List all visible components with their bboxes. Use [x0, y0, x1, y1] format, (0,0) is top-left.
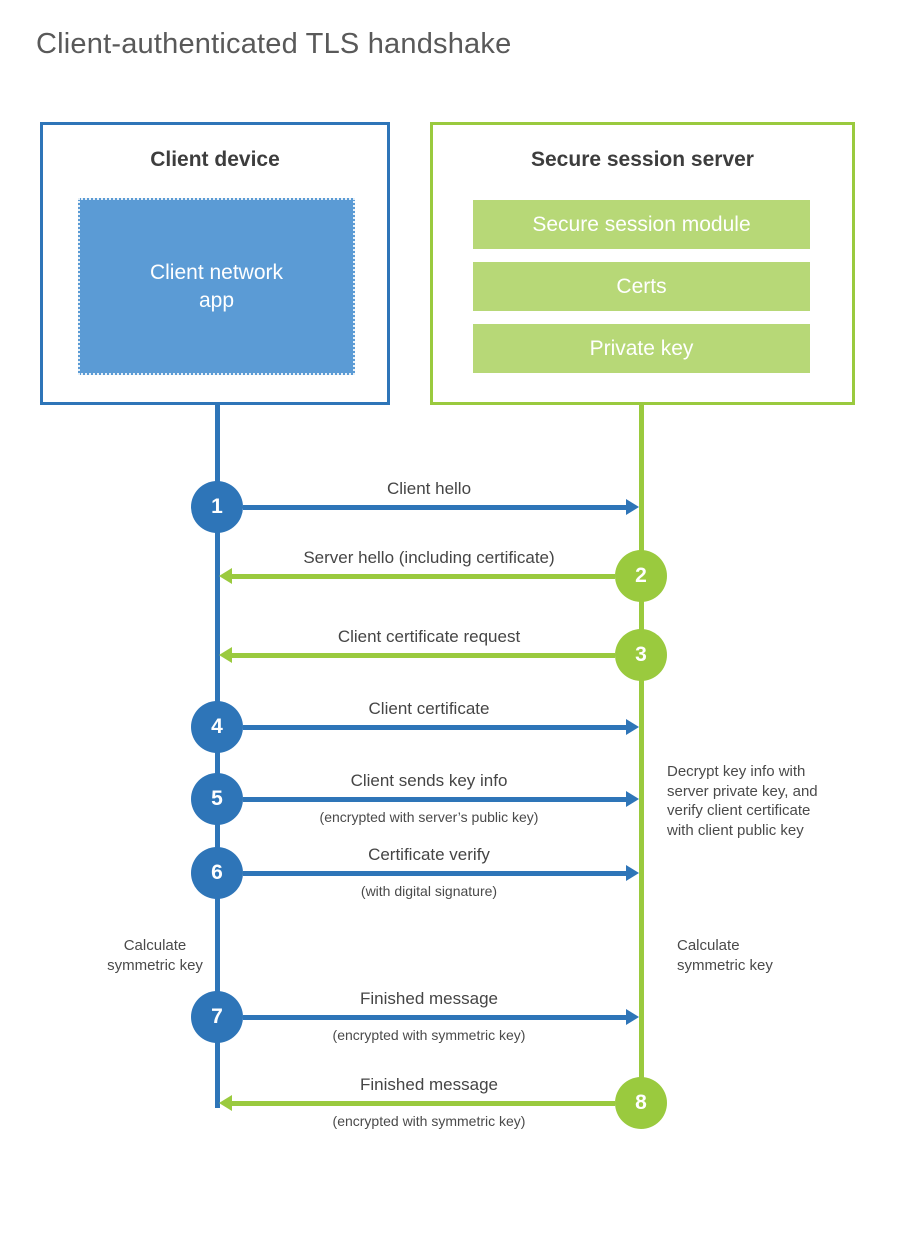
- client-lifeline: [215, 405, 220, 1108]
- step-7-badge: 7: [191, 991, 243, 1043]
- step-2-badge: 2: [615, 550, 667, 602]
- step-8-badge: 8: [615, 1077, 667, 1129]
- step-3-arrow: [219, 647, 615, 663]
- arrowhead-right-icon: [626, 865, 639, 881]
- secure-session-server-title: Secure session server: [531, 148, 754, 171]
- page-title: Client-authenticated TLS handshake: [36, 28, 512, 60]
- step-7-sublabel: (encrypted with symmetric key): [332, 1027, 526, 1043]
- step-5-badge: 5: [191, 773, 243, 825]
- step-2-arrow: [219, 568, 615, 584]
- server-private-key-bar: Private key: [473, 324, 810, 373]
- step-6-sublabel: (with digital signature): [360, 883, 498, 899]
- server-calc-symmetric-key-note: Calculate symmetric key: [677, 937, 773, 974]
- step-2-label: Server hello (including certificate): [303, 548, 555, 567]
- step-6-label: Certificate verify: [368, 845, 490, 864]
- arrowhead-right-icon: [626, 499, 639, 515]
- step-4-label: Client certificate: [368, 699, 490, 718]
- step-5-sublabel: (encrypted with server’s public key): [319, 809, 539, 825]
- server-certs-bar: Certs: [473, 262, 810, 311]
- arrowhead-left-icon: [219, 568, 232, 584]
- step-7-arrow: [243, 1009, 639, 1025]
- step-6-arrow: [243, 865, 639, 881]
- step-8-label: Finished message: [360, 1075, 498, 1094]
- step-8-arrow: [219, 1095, 615, 1111]
- arrowhead-right-icon: [626, 791, 639, 807]
- client-network-app-box: Client network app: [78, 198, 355, 375]
- client-calc-symmetric-key-note: Calculate symmetric key: [107, 937, 203, 974]
- arrowhead-right-icon: [626, 1009, 639, 1025]
- step-8-sublabel: (encrypted with symmetric key): [332, 1113, 526, 1129]
- step-1-label: Client hello: [386, 479, 472, 498]
- step-1-badge: 1: [191, 481, 243, 533]
- server-lifeline: [639, 405, 644, 1103]
- arrowhead-left-icon: [219, 647, 232, 663]
- server-module-bar: Secure session module: [473, 200, 810, 249]
- step-5-arrow: [243, 791, 639, 807]
- step-3-label: Client certificate request: [337, 627, 521, 646]
- step-4-arrow: [243, 719, 639, 735]
- step-6-badge: 6: [191, 847, 243, 899]
- step-7-label: Finished message: [360, 989, 498, 1008]
- step-5-label: Client sends key info: [350, 771, 508, 790]
- client-device-title: Client device: [150, 148, 280, 171]
- arrowhead-right-icon: [626, 719, 639, 735]
- arrowhead-left-icon: [219, 1095, 232, 1111]
- step-4-badge: 4: [191, 701, 243, 753]
- step-3-badge: 3: [615, 629, 667, 681]
- step-1-arrow: [243, 499, 639, 515]
- server-decrypt-note: Decrypt key info with server private key…: [667, 763, 818, 839]
